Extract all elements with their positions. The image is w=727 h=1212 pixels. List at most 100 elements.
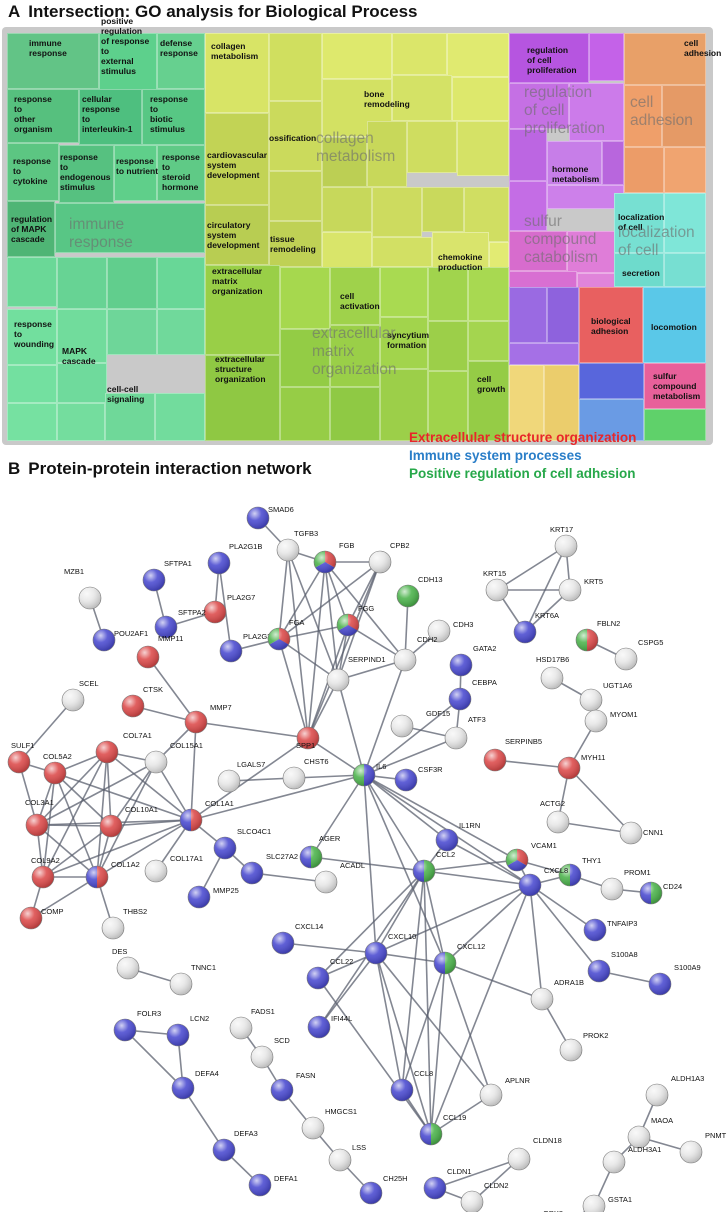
node-fasn[interactable]: FASN [270, 1071, 316, 1102]
node-hsd17b6[interactable]: HSD17B6 [536, 655, 569, 690]
node-tgfb3[interactable]: TGFB3 [276, 529, 318, 562]
node-ager[interactable]: AGER [299, 834, 341, 869]
node-ch25h[interactable]: CH25H [359, 1174, 408, 1205]
node-cldn18[interactable]: CLDN18 [507, 1136, 562, 1171]
node-ccl2[interactable]: CCL2 [412, 850, 455, 883]
node-aplnr[interactable]: APLNR [479, 1076, 531, 1107]
node-comp[interactable]: COMP [19, 906, 64, 930]
node-pla2g1b[interactable]: PLA2G1B [207, 542, 262, 575]
node-tnfaip3[interactable]: TNFAIP3 [583, 918, 637, 942]
node-cxcl12[interactable]: CXCL12 [433, 942, 485, 975]
node-prom1[interactable]: PROM1 [600, 868, 651, 901]
node-mmp11[interactable]: MMP11 [136, 634, 183, 669]
node-cnn1[interactable]: CNN1 [619, 821, 663, 845]
node-cpb2[interactable]: CPB2 [368, 541, 410, 574]
node-col3a1[interactable]: COL3A1 [25, 798, 54, 837]
node-pnmt[interactable]: PNMT [679, 1131, 727, 1164]
node-cdh2[interactable]: CDH2 [393, 635, 437, 672]
node-lss[interactable]: LSS [328, 1143, 366, 1172]
node-spp1[interactable]: SPP1 [296, 726, 320, 750]
node-aldh1a3[interactable]: ALDH1A3 [645, 1074, 704, 1107]
node-mzb1[interactable]: MZB1 [64, 567, 102, 610]
node-gata2[interactable]: GATA2 [449, 644, 496, 677]
node-maoa[interactable]: MAOA [627, 1116, 673, 1149]
node-hmgcs1[interactable]: HMGCS1 [301, 1107, 357, 1140]
node-serpind1[interactable]: SERPIND1 [326, 655, 386, 692]
node-fbln2[interactable]: FBLN2 [575, 619, 620, 652]
node-cldn2[interactable]: CLDN2 [460, 1181, 509, 1212]
node-actg2[interactable]: ACTG2 [540, 799, 570, 834]
node-lgals7[interactable]: LGALS7 [217, 760, 265, 793]
node-cxcl10[interactable]: CXCL10 [364, 932, 416, 965]
node-mmp7[interactable]: MMP7 [184, 703, 232, 734]
node-pla2g3[interactable]: PLA2G3 [219, 632, 271, 663]
node-col17a1[interactable]: COL17A1 [144, 854, 203, 883]
node-s100a8[interactable]: S100A8 [587, 950, 638, 983]
node-slc27a2[interactable]: SLC27A2 [240, 852, 298, 885]
node-sftpa1[interactable]: SFTPA1 [142, 559, 192, 592]
node-cd24[interactable]: CD24 [639, 881, 682, 905]
node-scel[interactable]: SCEL [61, 679, 99, 712]
node-thbs2[interactable]: THBS2 [101, 907, 147, 940]
node-ccl22[interactable]: CCL22 [306, 957, 353, 990]
node-col7a1[interactable]: COL7A1 [95, 731, 152, 764]
node-ifi44l[interactable]: IFI44L [307, 1014, 352, 1039]
node-smad6[interactable]: SMAD6 [246, 505, 294, 530]
node-col1a1[interactable]: COL1A1 [179, 799, 234, 832]
node-fgg[interactable]: FGG [336, 604, 374, 637]
node-pou2af1[interactable]: POU2AF1 [92, 628, 148, 652]
node-gsta1[interactable]: GSTA1 [582, 1194, 632, 1212]
node-gdf15[interactable]: GDF15 [390, 709, 450, 738]
node-slco4c1[interactable]: SLCO4C1 [213, 827, 271, 860]
node-des[interactable]: DES [112, 947, 140, 980]
node-sulf1[interactable]: SULF1 [7, 741, 34, 774]
node-sftpa2[interactable]: SFTPA2 [154, 608, 206, 639]
node-myom1[interactable]: MYOM1 [584, 709, 638, 733]
node-fga[interactable]: FGA [267, 618, 304, 651]
node-col15a1[interactable]: COL15A1 [144, 741, 203, 774]
node-mmp25[interactable]: MMP25 [187, 885, 239, 909]
node-ctsk[interactable]: CTSK [121, 685, 163, 718]
node-folr3[interactable]: FOLR3 [113, 1009, 161, 1042]
node-fads1[interactable]: FADS1 [229, 1007, 275, 1040]
node-krt6a[interactable]: KRT6A [513, 611, 559, 644]
node-col10a1[interactable]: COL10A1 [99, 805, 158, 838]
node-ccl8[interactable]: CCL8 [390, 1069, 433, 1102]
node-adra1b[interactable]: ADRA1B [530, 978, 584, 1011]
node-cldn1[interactable]: CLDN1 [423, 1167, 472, 1200]
node-krt5[interactable]: KRT5 [558, 577, 603, 602]
node-acadl[interactable]: ACADL [314, 861, 365, 894]
node-ccl19[interactable]: CCL19 [419, 1113, 466, 1146]
node-s100a9[interactable]: S100A9 [648, 963, 701, 996]
node-myh11[interactable]: MYH11 [557, 753, 605, 780]
node-cdh13[interactable]: CDH13 [396, 575, 443, 608]
node-scd[interactable]: SCD [250, 1036, 290, 1069]
node-il1rn[interactable]: IL1RN [435, 821, 480, 852]
node-csf3r[interactable]: CSF3R [394, 765, 443, 792]
node-pla2g7[interactable]: PLA2G7 [203, 593, 255, 624]
node-fgb[interactable]: FGB [313, 541, 354, 574]
node-col5a2[interactable]: COL5A2 [43, 752, 72, 785]
node-aldh3a1[interactable]: ALDH3A1 [602, 1145, 661, 1174]
node-defa4[interactable]: DEFA4 [171, 1069, 219, 1100]
node-serpinb5[interactable]: SERPINB5 [483, 737, 542, 772]
node-atf3[interactable]: ATF3 [444, 715, 486, 750]
node-cspg5[interactable]: CSPG5 [614, 638, 663, 671]
node-col9a2[interactable]: COL9A2 [31, 856, 60, 889]
node-defa3[interactable]: DEFA3 [212, 1129, 258, 1162]
node-tnnc1[interactable]: TNNC1 [169, 963, 216, 996]
node-col1a2[interactable]: COL1A2 [85, 860, 140, 889]
node-il6[interactable]: IL6 [352, 762, 386, 787]
node-krt15[interactable]: KRT15 [483, 569, 509, 602]
node-defa1[interactable]: DEFA1 [248, 1173, 298, 1197]
node-chst6[interactable]: CHST6 [282, 757, 329, 790]
node-ugt1a6[interactable]: UGT1A6 [579, 681, 632, 712]
node-lcn2[interactable]: LCN2 [166, 1014, 209, 1047]
node-cxcl8[interactable]: CXCL8 [518, 866, 568, 897]
node-thy1[interactable]: THY1 [558, 856, 601, 887]
node-krt17[interactable]: KRT17 [550, 525, 578, 558]
node-vcam1[interactable]: VCAM1 [505, 841, 557, 872]
node-gpx3[interactable]: GPX3 [543, 1209, 566, 1212]
node-cdh3[interactable]: CDH3 [427, 619, 473, 643]
node-cxcl14[interactable]: CXCL14 [271, 922, 323, 955]
